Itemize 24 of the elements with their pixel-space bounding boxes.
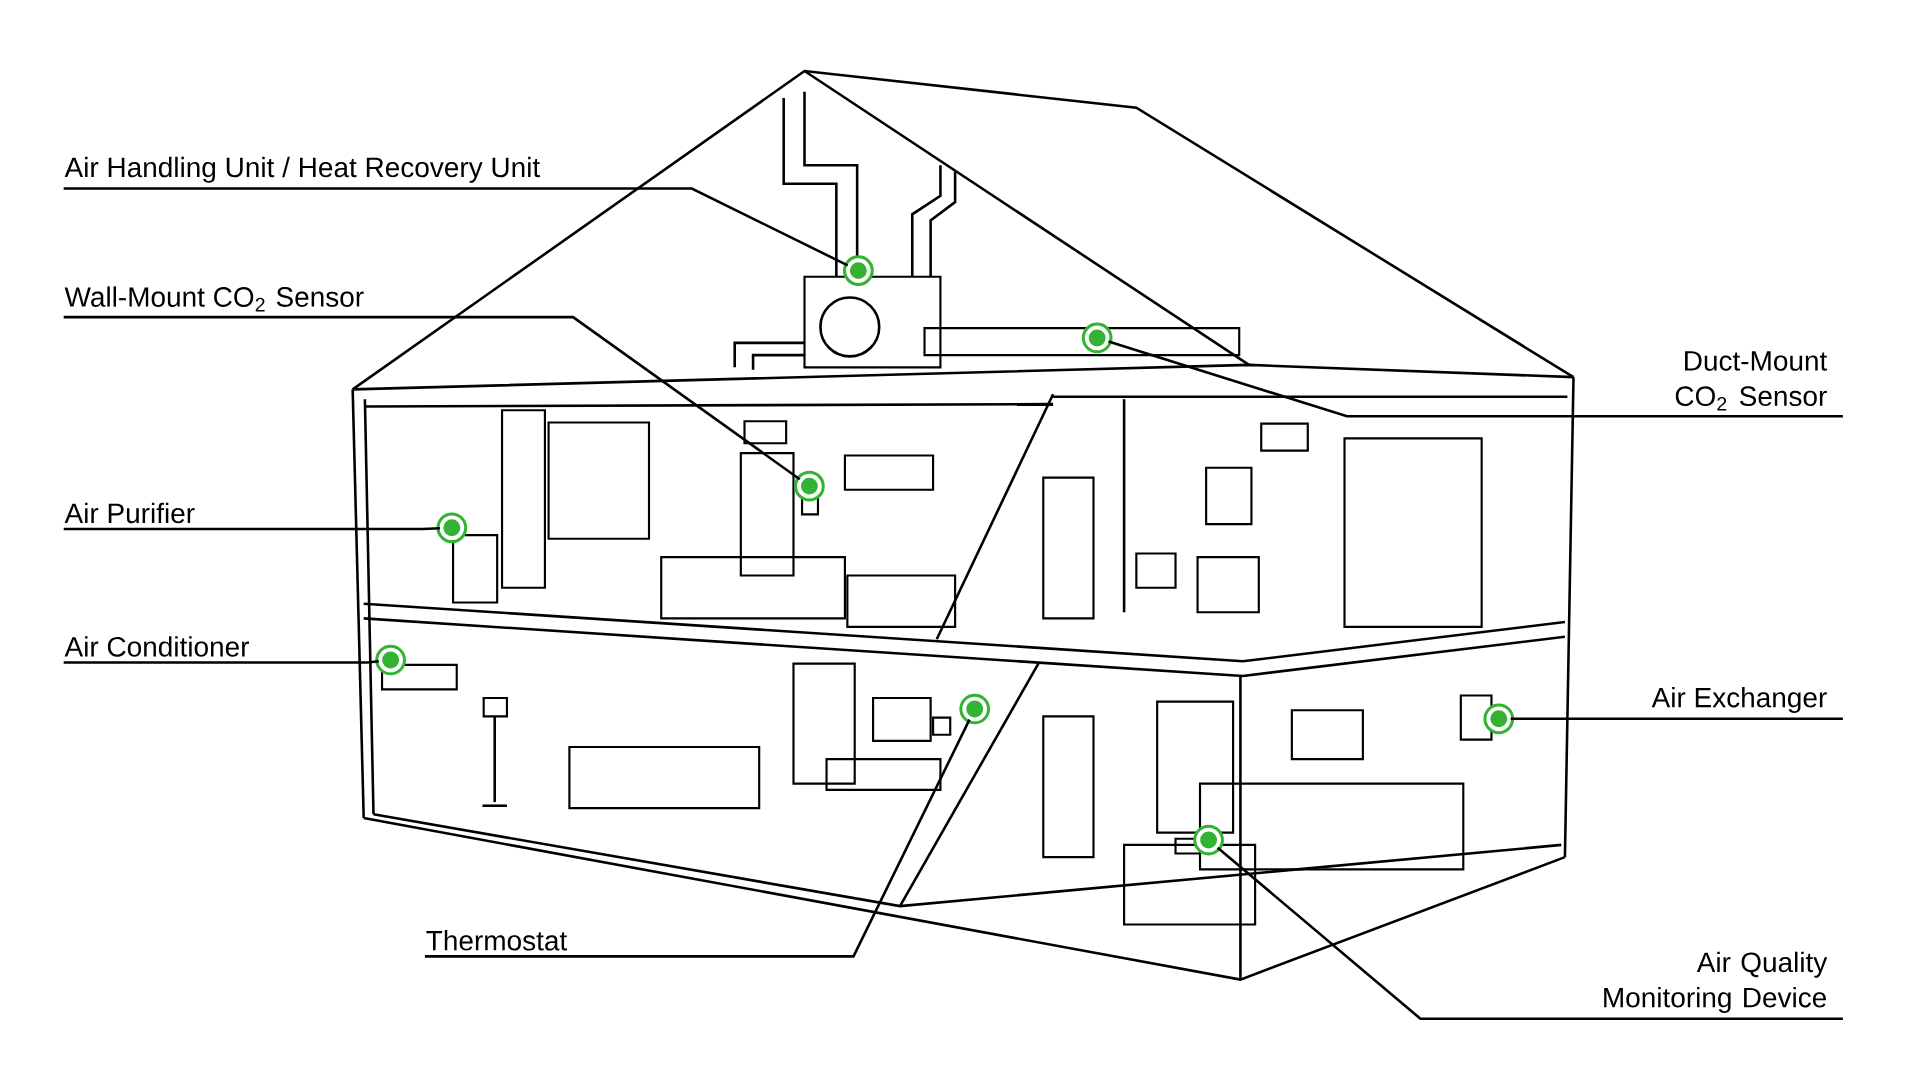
indicator-dot (794, 470, 825, 502)
label-text: Air Conditioner (64, 636, 250, 657)
label-text: Wall-Mount CO$_{2}$ Sensor (64, 286, 364, 312)
indicator-dot (843, 255, 874, 286)
indicator-dot (959, 693, 991, 725)
indicator-dot (1193, 824, 1224, 856)
leader-line (63, 659, 379, 664)
label-text: Air Exchanger (1651, 687, 1827, 714)
label-text: Duct-Mount CO$_{2}$ Sensor (1675, 351, 1828, 411)
label-text: Thermostat (426, 930, 567, 951)
indicator-dot (436, 512, 468, 544)
leader-line (1108, 340, 1843, 418)
indicator-dot (1483, 703, 1515, 735)
leader-line (424, 719, 971, 958)
label-text: Air Purifier (64, 502, 195, 524)
label-text: Air Quality Monitoring Device (1604, 951, 1828, 1014)
leader-line (63, 526, 440, 531)
leader-line (63, 315, 801, 481)
leader-line (1216, 846, 1843, 1021)
indicator-dot (1081, 322, 1113, 354)
leader-line (1510, 717, 1843, 721)
indicator-dot (375, 644, 406, 676)
label-text: Air Handling Unit / Heat Recovery Unit (64, 156, 540, 183)
leader-line (63, 187, 849, 267)
